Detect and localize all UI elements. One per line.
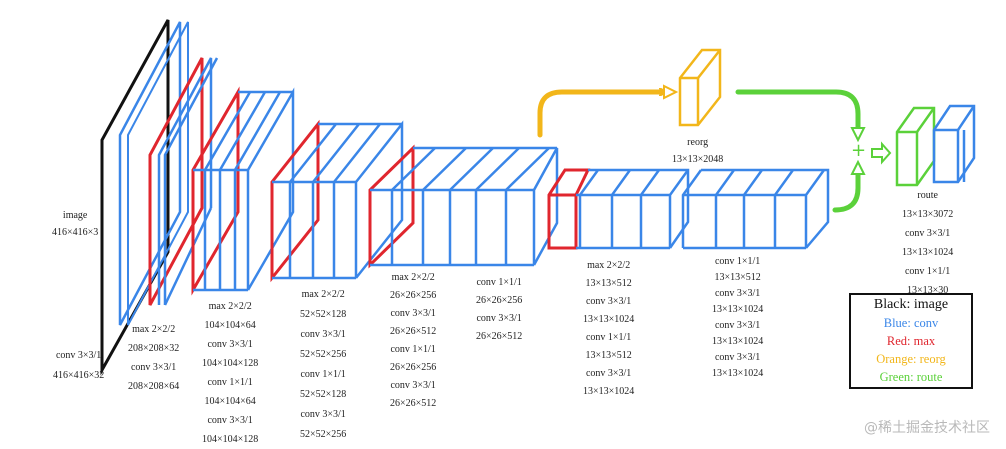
stage2-line-2: conv 3×3/1 [130, 362, 177, 373]
stage4-line-0: max 2×2/2 [301, 289, 345, 300]
stage4-conv-blocks [272, 120, 404, 280]
stage6a-line-5: 13×13×512 [585, 350, 632, 361]
stage4-line-3: 52×52×256 [300, 349, 347, 360]
stage5a-line-2: conv 3×3/1 [390, 308, 436, 319]
route-line-0: route [917, 190, 938, 201]
stage5b-line-3: 26×26×512 [476, 331, 523, 342]
image-dims: 416×416×3 [52, 227, 99, 238]
stage1-line-1: 416×416×32 [53, 370, 105, 381]
reorg-labels: reorg 13×13×2048 [672, 137, 723, 165]
stage5a-line-1: 26×26×256 [390, 290, 437, 301]
stage1-line-0: conv 3×3/1 [55, 350, 102, 361]
legend-green: Green: route [879, 370, 943, 384]
stage5a-line-6: conv 3×3/1 [390, 380, 436, 391]
stage3-conv-blocks [193, 87, 295, 292]
stage2-max-block [148, 57, 204, 306]
concat-plus-sign: + [851, 140, 867, 161]
route-line-3: 13×13×1024 [902, 247, 954, 258]
stage2-labels: max 2×2/2 208×208×32 conv 3×3/1 208×208×… [128, 324, 179, 392]
stage2-line-0: max 2×2/2 [132, 324, 176, 335]
stage6-conv-blocks [576, 168, 830, 250]
stage4-line-6: conv 3×3/1 [300, 409, 346, 420]
stage5b-line-0: conv 1×1/1 [476, 277, 522, 288]
stage6b-line-3: 13×13×1024 [712, 304, 764, 315]
stage6a-line-7: 13×13×1024 [583, 386, 635, 397]
legend-blue: Blue: conv [883, 316, 939, 330]
route-block [895, 104, 976, 187]
stage5a-line-7: 26×26×512 [390, 398, 437, 409]
stage4-labels: max 2×2/2 52×52×128 conv 3×3/1 52×52×256… [300, 289, 346, 440]
route-line-4: conv 1×1/1 [904, 266, 951, 277]
concat-arrow [871, 141, 892, 165]
stage3-labels: max 2×2/2 104×104×64 conv 3×3/1 104×104×… [202, 301, 258, 445]
image-label: image 416×416×3 [52, 210, 98, 238]
stage4-line-5: 52×52×128 [300, 389, 347, 400]
stage5-conv-blocks [370, 146, 559, 267]
stage5a-line-4: conv 1×1/1 [390, 344, 436, 355]
reorg-name: reorg [687, 137, 709, 148]
stage5b-line-2: conv 3×3/1 [476, 313, 522, 324]
stage6b-line-4: conv 3×3/1 [714, 320, 761, 331]
stage3-line-6: conv 3×3/1 [207, 415, 253, 426]
stage6a-line-6: conv 3×3/1 [585, 368, 632, 379]
stage6b-line-1: 13×13×512 [714, 272, 761, 283]
route-line-2: conv 3×3/1 [904, 228, 951, 239]
stage3-line-3: 104×104×128 [202, 358, 259, 369]
stage2-line-3: 208×208×64 [128, 381, 180, 392]
stage6-max-block [547, 168, 591, 250]
stage6a-line-0: max 2×2/2 [587, 260, 631, 271]
stage2-line-1: 208×208×32 [128, 343, 180, 354]
reorg-dims: 13×13×2048 [672, 154, 724, 165]
stage4-line-7: 52×52×256 [300, 429, 347, 440]
stage3-line-2: conv 3×3/1 [207, 339, 253, 350]
stage6b-line-2: conv 3×3/1 [714, 288, 761, 299]
stage3-line-0: max 2×2/2 [208, 301, 252, 312]
stage3-line-1: 104×104×64 [204, 320, 256, 331]
stage6a-line-1: 13×13×512 [585, 278, 632, 289]
stage3-line-5: 104×104×64 [204, 396, 256, 407]
stage3-line-7: 104×104×128 [202, 434, 259, 445]
legend-red: Red: max [886, 334, 936, 348]
stage2-conv-block [157, 57, 219, 306]
stage4-line-1: 52×52×128 [300, 309, 347, 320]
stage6a-labels: max 2×2/2 13×13×512 conv 3×3/1 13×13×102… [583, 260, 634, 397]
stage1-labels: conv 3×3/1 416×416×32 [53, 350, 104, 381]
stage6a-line-4: conv 1×1/1 [585, 332, 632, 343]
legend-orange: Orange: reorg [876, 352, 946, 366]
stage5a-labels: max 2×2/2 26×26×256 conv 3×3/1 26×26×512… [390, 272, 436, 409]
stage6b-line-7: 13×13×1024 [712, 368, 764, 379]
stage6b-line-0: conv 1×1/1 [714, 256, 761, 267]
stage5b-labels: conv 1×1/1 26×26×256 conv 3×3/1 26×26×51… [476, 277, 522, 342]
stage5a-line-0: max 2×2/2 [391, 272, 435, 283]
stage4-line-2: conv 3×3/1 [300, 329, 346, 340]
stage6a-line-3: 13×13×1024 [583, 314, 635, 325]
stage6b-labels: conv 1×1/1 13×13×512 conv 3×3/1 13×13×10… [712, 256, 763, 379]
route-arrows [735, 89, 861, 213]
stage6b-line-5: 13×13×1024 [712, 336, 764, 347]
stage3-max-block [191, 86, 240, 296]
legend-black: Black: image [873, 297, 949, 312]
image-name: image [62, 210, 88, 221]
route-labels: route 13×13×3072 conv 3×3/1 13×13×1024 c… [902, 190, 953, 296]
route-line-1: 13×13×3072 [902, 209, 954, 220]
stage6b-line-6: conv 3×3/1 [714, 352, 761, 363]
stage6a-line-2: conv 3×3/1 [585, 296, 632, 307]
watermark: @稀土掘金技术社区 [864, 420, 990, 436]
stage5b-line-1: 26×26×256 [476, 295, 523, 306]
stage3-line-4: conv 1×1/1 [207, 377, 253, 388]
stage4-line-4: conv 1×1/1 [300, 369, 346, 380]
color-legend: Black: image Blue: conv Red: max Orange:… [849, 293, 973, 389]
stage5a-line-3: 26×26×512 [390, 326, 437, 337]
reorg-block [678, 48, 722, 127]
reorg-arrow [537, 92, 664, 138]
stage5a-line-5: 26×26×256 [390, 362, 437, 373]
stage4-max-block [270, 119, 320, 283]
route-line-5: 13×13×30 [907, 285, 949, 296]
